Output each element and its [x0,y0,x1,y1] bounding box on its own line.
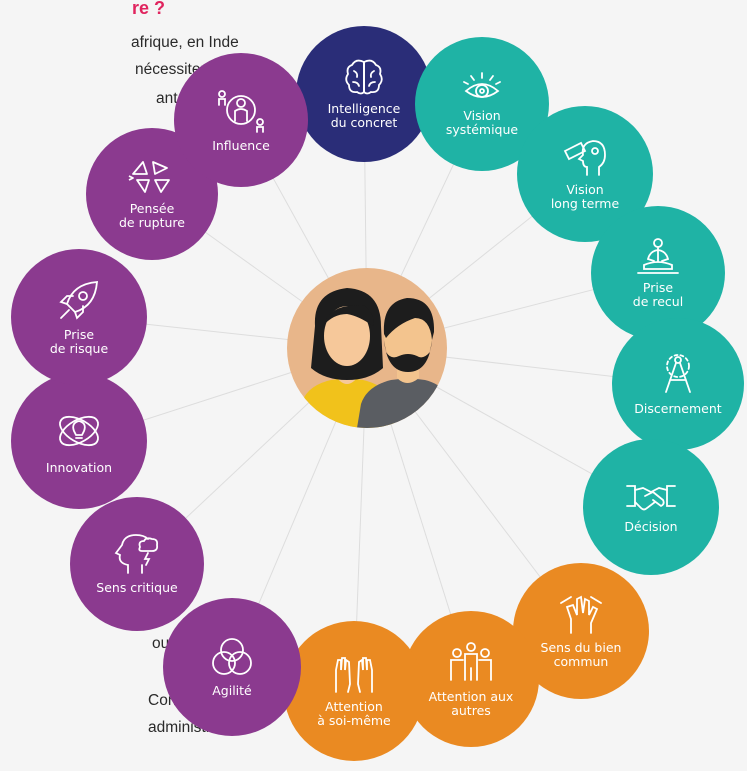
article-title-fragment: re ? [132,0,166,18]
skill-node-influence: Influence [174,53,308,187]
skill-node-prise-de-recul: Prise de recul [591,206,725,340]
skill-label: Sens critique [96,580,178,595]
skill-node-intelligence-du-concret: Intelligence du concret [296,26,432,162]
handshake-icon [625,480,677,514]
skill-node-sens-critique: Sens critique [70,497,204,631]
meditation-icon [636,237,680,275]
skill-node-agilite: Agilité [163,598,301,736]
skill-label: Agilité [212,683,252,698]
influence-person-icon [216,87,266,133]
skill-label: Sens du bien commun [540,640,622,669]
skill-node-attention-aux-autres: Attention aux autres [403,611,539,747]
skill-label: Vision long terme [550,182,620,211]
skill-label: Discernement [634,401,722,416]
skill-node-prise-de-risque: Prise de risque [11,249,147,385]
group-people-icon [445,640,497,684]
brain-icon [344,58,384,96]
eye-icon [462,71,502,103]
skill-label: Décision [624,519,678,534]
article-line: afrique, en Inde [131,34,239,51]
head-storm-icon [114,533,160,575]
skill-label: Attention à soi-même [317,699,391,728]
skill-label: Pensée de rupture [119,201,185,230]
telescope-head-icon [563,137,607,177]
venn-circles-icon [209,636,255,678]
skill-label: Intelligence du concret [327,101,401,130]
skill-label: Prise de risque [49,327,109,356]
center-avatars [287,268,447,428]
skill-node-decision: Décision [583,439,719,575]
lightbulb-orbit-icon [55,407,103,455]
skill-node-discernement: Discernement [612,318,744,450]
rocket-icon [57,278,101,322]
compass-icon [658,352,698,396]
skill-label: Innovation [45,460,113,475]
broken-shapes-icon [127,158,177,196]
people-avatars-icon [299,288,447,428]
skill-label: Vision systémique [445,108,519,137]
skill-label: Prise de recul [632,280,684,309]
raised-hands-icon [332,654,376,694]
skill-label: Influence [212,138,270,153]
stacked-hands-icon [557,593,605,635]
skill-node-attention-a-soi-meme: Attention à soi-même [284,621,424,761]
skill-label: Attention aux autres [428,689,514,718]
skill-node-innovation: Innovation [11,373,147,509]
